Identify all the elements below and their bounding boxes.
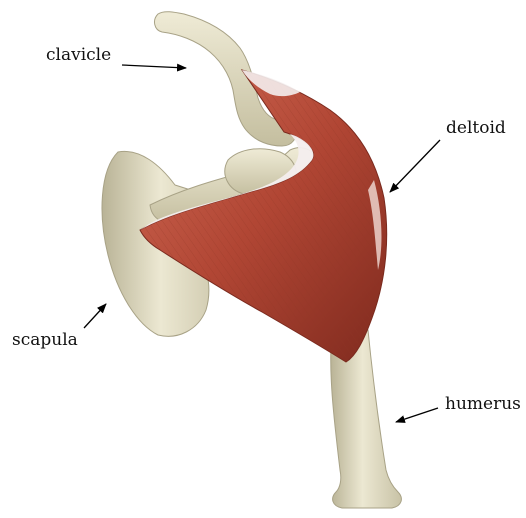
clavicle-bone <box>155 12 297 146</box>
clavicle-arrow <box>122 65 186 68</box>
deltoid-label: deltoid <box>446 120 506 137</box>
humerus-label: humerus <box>445 396 521 413</box>
humerus-arrow <box>396 408 438 422</box>
clavicle-label: clavicle <box>46 47 111 64</box>
deltoid-arrow <box>390 140 440 192</box>
scapula-label: scapula <box>12 332 78 349</box>
scapula-arrow <box>84 304 106 328</box>
